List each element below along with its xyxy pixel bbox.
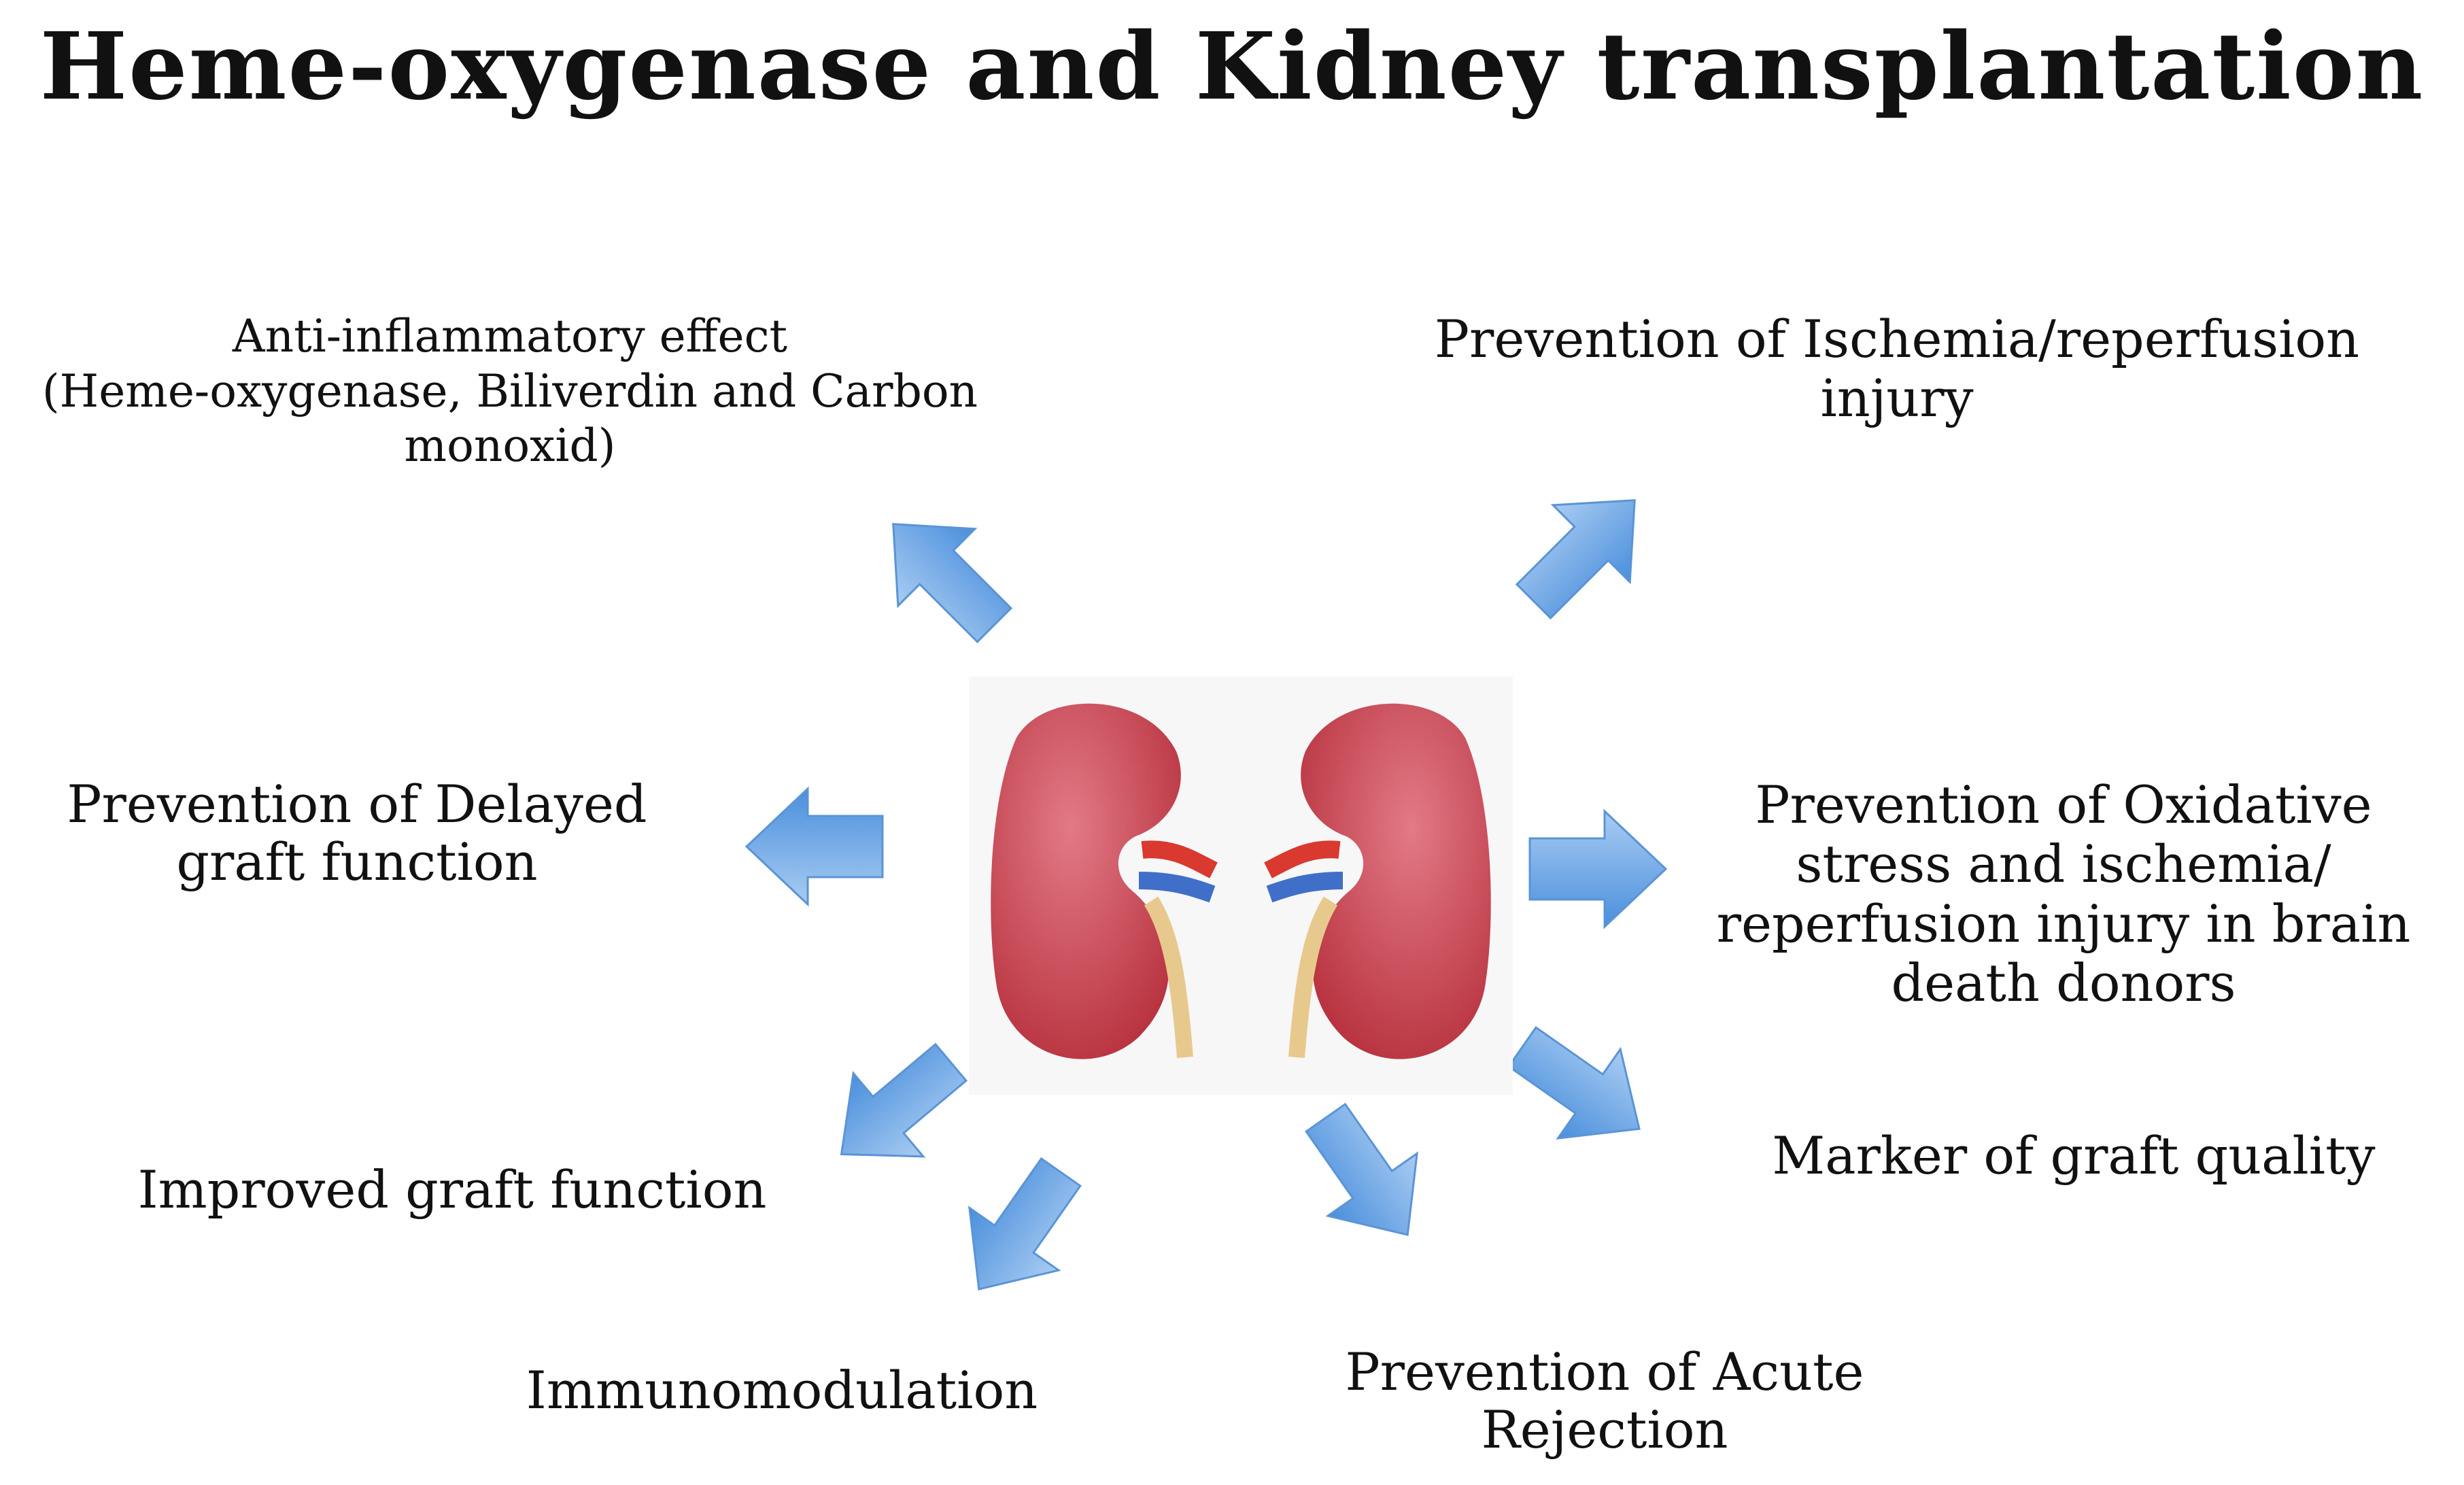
arrow-down-right-2	[1305, 1102, 1419, 1236]
label-delayed-graft-function: Prevention of Delayed graft function	[67, 774, 647, 893]
diagram-title: Heme-oxygenase and Kidney transplantatio…	[39, 12, 2425, 121]
right-renal-vein	[1266, 872, 1344, 903]
arrow-right	[1528, 808, 1668, 929]
kidneys-image	[969, 677, 1513, 1095]
arrow-up-right	[1515, 499, 1636, 620]
arrow-left	[745, 786, 884, 907]
label-acute-rejection: Prevention of Acute Rejection	[1345, 1342, 1864, 1461]
arrow-up-left	[892, 523, 1013, 644]
arrow-down-right-1	[1507, 1026, 1641, 1140]
arrow-down-left-2	[968, 1157, 1082, 1291]
label-improved-graft-function: Improved graft function	[137, 1159, 767, 1220]
label-ischemia-reperfusion: Prevention of Ischemia/reperfusion injur…	[1434, 309, 2360, 429]
label-immunomodulation: Immunomodulation	[526, 1360, 1038, 1420]
left-kidney	[991, 703, 1218, 1059]
left-renal-artery	[1141, 840, 1218, 878]
right-kidney	[1264, 703, 1491, 1059]
right-renal-artery	[1264, 840, 1341, 878]
label-anti-inflammatory: Anti-inflammatory effect (Heme-oxygenase…	[41, 310, 978, 473]
kidneys-illustration	[991, 703, 1491, 1059]
left-ureter	[1144, 896, 1193, 1058]
left-renal-vein	[1138, 872, 1216, 903]
label-oxidative-stress: Prevention of Oxidative stress and ische…	[1716, 774, 2411, 1014]
arrow-down-left-1	[840, 1042, 968, 1158]
label-marker-graft-quality: Marker of graft quality	[1772, 1125, 2376, 1186]
right-ureter	[1288, 896, 1338, 1058]
